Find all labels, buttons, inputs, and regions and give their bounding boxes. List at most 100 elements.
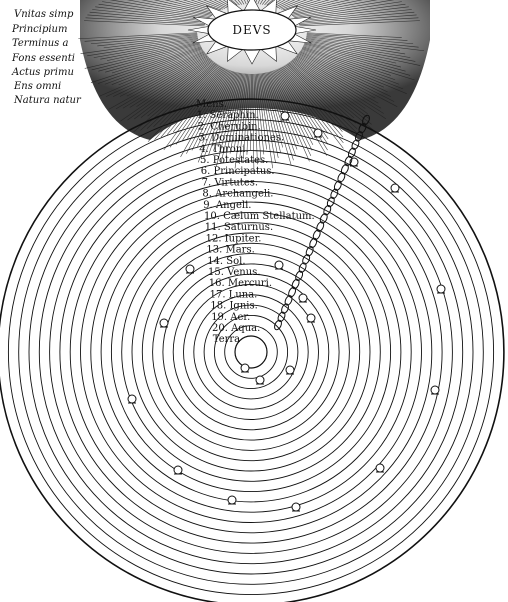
ray-line [78, 32, 198, 40]
ray-line [298, 17, 419, 26]
ray-line [91, 42, 200, 71]
sphere-label: 2. Cherubin. [198, 121, 261, 132]
ray-line [291, 59, 370, 120]
ray-line [234, 73, 247, 169]
ray-line [84, 20, 205, 27]
ray-line [140, 60, 214, 118]
ray-line [95, 6, 208, 21]
deus-sun: DEVS [187, 0, 317, 65]
ray-line [278, 0, 301, 9]
ray-line [222, 0, 234, 7]
ray-line [253, 73, 258, 165]
chain-link [337, 172, 346, 183]
left-attributes: Vnitas simp Principium Terminus a Fons e… [11, 9, 82, 106]
ray-line [208, 0, 227, 9]
ray-line [288, 62, 356, 124]
sphere-ring [59, 160, 443, 544]
chain-link [284, 295, 293, 306]
ray-line [290, 60, 372, 125]
ray-line [282, 66, 344, 138]
ray-line [297, 11, 415, 23]
sphere-label: Terra [213, 334, 240, 345]
ray-line [191, 70, 232, 151]
sphere-ring [131, 232, 371, 472]
ray-line [260, 73, 279, 158]
ray-line [259, 73, 276, 164]
attr-fons: Fons essenti [11, 53, 75, 64]
sphere-figure [159, 318, 169, 328]
descending-chain [274, 114, 370, 331]
ray-line [305, 40, 416, 62]
ray-line [299, 51, 388, 93]
ray-line [153, 0, 215, 14]
ray-line [197, 71, 233, 148]
attr-natura: Natura natur [13, 95, 82, 106]
ray-line [97, 47, 202, 84]
chain-link [362, 114, 370, 126]
sphere-ring [183, 284, 319, 420]
chain-link [330, 188, 339, 200]
ray-line [294, 1, 402, 19]
ray-line [297, 54, 376, 99]
ray-line [281, 66, 344, 143]
ray-line [302, 46, 391, 76]
chain-link [309, 237, 318, 249]
attr-ens: Ens omni [13, 81, 61, 92]
ray-line [287, 0, 340, 13]
ray-line [285, 64, 360, 141]
attr-terminus: Terminus a [12, 38, 68, 49]
ray-line [300, 49, 407, 94]
chain-link [323, 204, 332, 216]
ray-line [252, 73, 255, 170]
sphere-ring [28, 129, 474, 575]
ray-line [147, 65, 220, 142]
ray-line [306, 33, 408, 41]
ray-line [258, 73, 274, 169]
ray-line [286, 0, 330, 13]
sphere-ring [100, 201, 402, 503]
attr-actus: Actus primu [11, 67, 74, 78]
ray-line [84, 33, 198, 42]
sphere-ring [90, 191, 412, 513]
sphere-label: 14. Sol. [207, 256, 245, 267]
ray-line [293, 58, 366, 109]
ray-line [202, 71, 235, 144]
ray-line [301, 48, 400, 85]
ray-line [304, 43, 406, 72]
attr-principium: Principium [11, 24, 67, 35]
ray-line [166, 66, 223, 135]
ray-line [133, 62, 215, 133]
ray-line [80, 37, 198, 55]
chain-link [319, 213, 328, 224]
ray-line [141, 0, 214, 15]
ray-line [280, 0, 307, 10]
ray-line [220, 73, 243, 163]
chain-link [351, 139, 360, 150]
ray-line [238, 73, 249, 165]
sphere-figure [127, 394, 137, 404]
sphere-label: 9. Angeli. [203, 200, 251, 211]
sphere-ring [172, 273, 330, 431]
sphere-label: 16. Mercuri. [209, 278, 272, 289]
ray-line [186, 70, 231, 154]
ray-line [305, 40, 421, 66]
ray-line [97, 35, 198, 47]
ray-line [306, 35, 419, 48]
ray-line [84, 41, 200, 69]
ray-line [160, 66, 222, 138]
ray-line [284, 65, 342, 127]
ray-line [267, 72, 298, 150]
ray-line [277, 0, 296, 9]
ray-line [146, 63, 217, 129]
ray-line [87, 38, 199, 57]
sphere-ring [121, 222, 381, 482]
sphere-ring [193, 294, 309, 410]
sphere-ring [162, 263, 340, 441]
sphere-ring [152, 253, 350, 451]
chain-link [358, 122, 367, 134]
ray-line [181, 69, 228, 142]
ray-line [272, 0, 286, 7]
ray-line [111, 45, 201, 74]
ray-line [305, 39, 411, 58]
